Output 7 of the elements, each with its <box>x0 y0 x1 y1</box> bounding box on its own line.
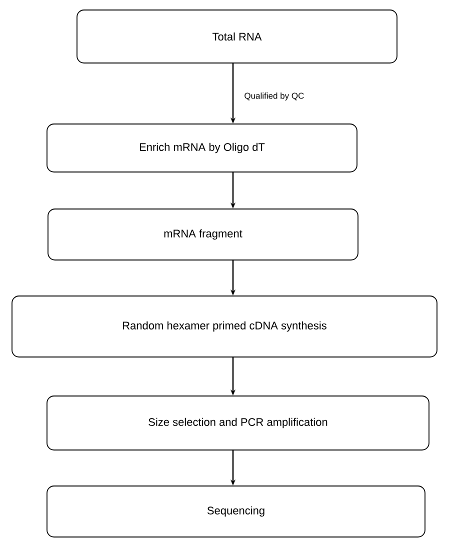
process-box: Total RNA <box>76 10 398 64</box>
process-box: mRNA fragment <box>48 208 358 260</box>
process-box: Sequencing <box>46 486 426 538</box>
edge-label: Qualified by QC <box>243 92 306 102</box>
process-box: Size selection and PCR amplification <box>46 396 430 450</box>
process-box: Enrich mRNA by Oligo dT <box>46 124 358 172</box>
process-box: Random hexamer primed cDNA synthesis <box>12 296 438 358</box>
